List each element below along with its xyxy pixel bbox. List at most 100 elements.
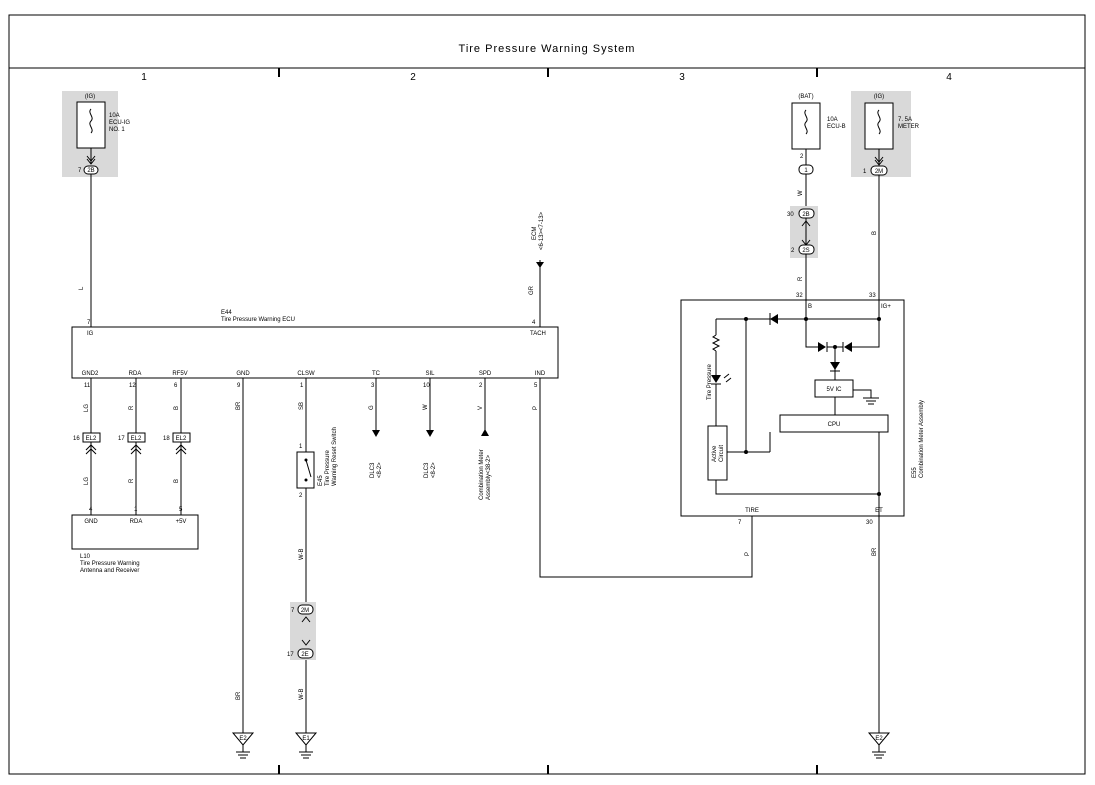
- fuse-meter: (IG) 7. 5A METER 2M 1: [851, 91, 920, 177]
- svg-text:<8-2>: <8-2>: [377, 462, 383, 478]
- svg-text:(IG): (IG): [874, 94, 884, 100]
- column-number-4: 4: [946, 72, 952, 83]
- svg-text:CPU: CPU: [828, 422, 841, 428]
- svg-text:2B: 2B: [87, 168, 94, 174]
- svg-text:V: V: [478, 406, 484, 410]
- svg-text:SPD: SPD: [479, 371, 492, 377]
- svg-text:CLSW: CLSW: [297, 371, 315, 377]
- svg-text:TIRE: TIRE: [745, 508, 759, 514]
- svg-text:ET: ET: [875, 508, 883, 514]
- connector-el2-16: EL2 16: [73, 432, 101, 455]
- svg-text:(IG): (IG): [85, 94, 95, 100]
- ground-e1: E1: [294, 732, 318, 759]
- svg-text:Circuit: Circuit: [719, 445, 725, 462]
- svg-text:ECU-IG: ECU-IG: [109, 120, 130, 126]
- svg-text:LG: LG: [84, 404, 90, 412]
- svg-text:R: R: [129, 478, 135, 483]
- svg-text:33: 33: [869, 293, 876, 299]
- svg-text:Tire Pressure Warning ECU: Tire Pressure Warning ECU: [221, 317, 295, 323]
- svg-text:E2: E2: [239, 736, 247, 742]
- svg-text:P: P: [533, 406, 539, 410]
- svg-text:7. 5A: 7. 5A: [898, 117, 912, 123]
- svg-text:BR: BR: [872, 547, 878, 556]
- svg-text:Active: Active: [712, 445, 718, 462]
- svg-text:ECU-B: ECU-B: [827, 124, 846, 130]
- svg-text:2E: 2E: [301, 652, 308, 658]
- svg-text:11: 11: [84, 383, 91, 389]
- svg-text:TACH: TACH: [530, 331, 546, 337]
- connector-el2-18: EL2 18: [163, 432, 191, 455]
- column-number-2: 2: [410, 72, 416, 83]
- svg-text:EL2: EL2: [131, 436, 142, 442]
- svg-text:W-B: W-B: [299, 688, 305, 700]
- svg-text:1: 1: [134, 507, 138, 513]
- svg-text:EL2: EL2: [176, 436, 187, 442]
- svg-text:SB: SB: [299, 402, 305, 410]
- svg-text:Tire Pressure: Tire Pressure: [707, 364, 713, 400]
- svg-text:W: W: [798, 190, 804, 196]
- svg-text:P: P: [745, 552, 751, 556]
- fuse-ecu-b: (BAT) 10A ECU-B 2 1: [791, 94, 846, 175]
- svg-text:Assembly<38-2>: Assembly<38-2>: [486, 454, 492, 500]
- svg-text:ECM: ECM: [532, 227, 538, 240]
- column-number-3: 3: [679, 72, 685, 83]
- svg-text:NO. 1: NO. 1: [109, 127, 125, 133]
- svg-text:10A: 10A: [827, 117, 838, 123]
- svg-text:1: 1: [300, 383, 304, 389]
- ground-e2-right: E2: [867, 732, 891, 759]
- svg-text:E2: E2: [875, 736, 883, 742]
- svg-text:E55: E55: [912, 467, 918, 478]
- svg-text:W-B: W-B: [299, 548, 305, 560]
- svg-text:RF5V: RF5V: [172, 371, 187, 377]
- svg-text:Combination Meter: Combination Meter: [479, 449, 485, 500]
- svg-text:2M: 2M: [875, 169, 883, 175]
- svg-text:7: 7: [78, 168, 82, 174]
- svg-text:Combination Meter Assembly: Combination Meter Assembly: [919, 400, 925, 478]
- svg-text:3: 3: [371, 383, 375, 389]
- svg-text:2B: 2B: [802, 212, 809, 218]
- svg-text:B: B: [174, 406, 180, 410]
- svg-text:IG+: IG+: [881, 304, 891, 310]
- svg-text:1: 1: [863, 169, 867, 175]
- svg-text:METER: METER: [898, 124, 920, 130]
- ground-e2-left: E2: [231, 732, 255, 759]
- diagram-frame: [8, 14, 1086, 775]
- column-number-1: 1: [141, 72, 147, 83]
- svg-text:10: 10: [423, 383, 430, 389]
- svg-text:DLC3: DLC3: [370, 462, 376, 478]
- svg-text:Antenna and Receiver: Antenna and Receiver: [80, 568, 139, 574]
- svg-text:<8-2>: <8-2>: [431, 462, 437, 478]
- junction-2m-2e: 2M 7 2E 17: [287, 602, 316, 660]
- svg-text:2M: 2M: [301, 608, 309, 614]
- svg-text:5: 5: [534, 383, 538, 389]
- svg-text:B: B: [808, 304, 812, 310]
- svg-text:1: 1: [299, 444, 303, 450]
- svg-text:RDA: RDA: [130, 519, 143, 525]
- junction-2b-2s: 2B 30 2S 2: [787, 206, 818, 258]
- svg-text:(BAT): (BAT): [798, 94, 813, 100]
- svg-text:2S: 2S: [802, 248, 809, 254]
- svg-text:16: 16: [73, 436, 80, 442]
- svg-text:SIL: SIL: [425, 371, 435, 377]
- fuse-ecu-ig-no1: (IG) 10A ECU-IG NO. 1 2B 7: [62, 91, 130, 177]
- svg-text:L10: L10: [80, 554, 91, 560]
- svg-text:1: 1: [804, 168, 808, 174]
- svg-text:2: 2: [299, 493, 303, 499]
- svg-text:2: 2: [800, 154, 804, 160]
- svg-text:5V IC: 5V IC: [826, 387, 842, 393]
- svg-text:18: 18: [163, 436, 170, 442]
- svg-text:GND: GND: [84, 519, 98, 525]
- svg-text:E45: E45: [318, 475, 324, 486]
- svg-text:4: 4: [532, 320, 536, 326]
- ecu-e44: E44 Tire Pressure Warning ECU 7 IG 4 TAC…: [71, 310, 559, 389]
- svg-text:Tire Pressure Warning: Tire Pressure Warning: [80, 561, 140, 567]
- svg-text:W: W: [423, 404, 429, 410]
- svg-text:GND2: GND2: [82, 371, 99, 377]
- svg-text:B: B: [174, 479, 180, 483]
- svg-text:32: 32: [796, 293, 803, 299]
- svg-text:7: 7: [87, 320, 91, 326]
- svg-text:IG: IG: [87, 331, 94, 337]
- svg-text:GND: GND: [236, 371, 250, 377]
- svg-text:30: 30: [787, 212, 794, 218]
